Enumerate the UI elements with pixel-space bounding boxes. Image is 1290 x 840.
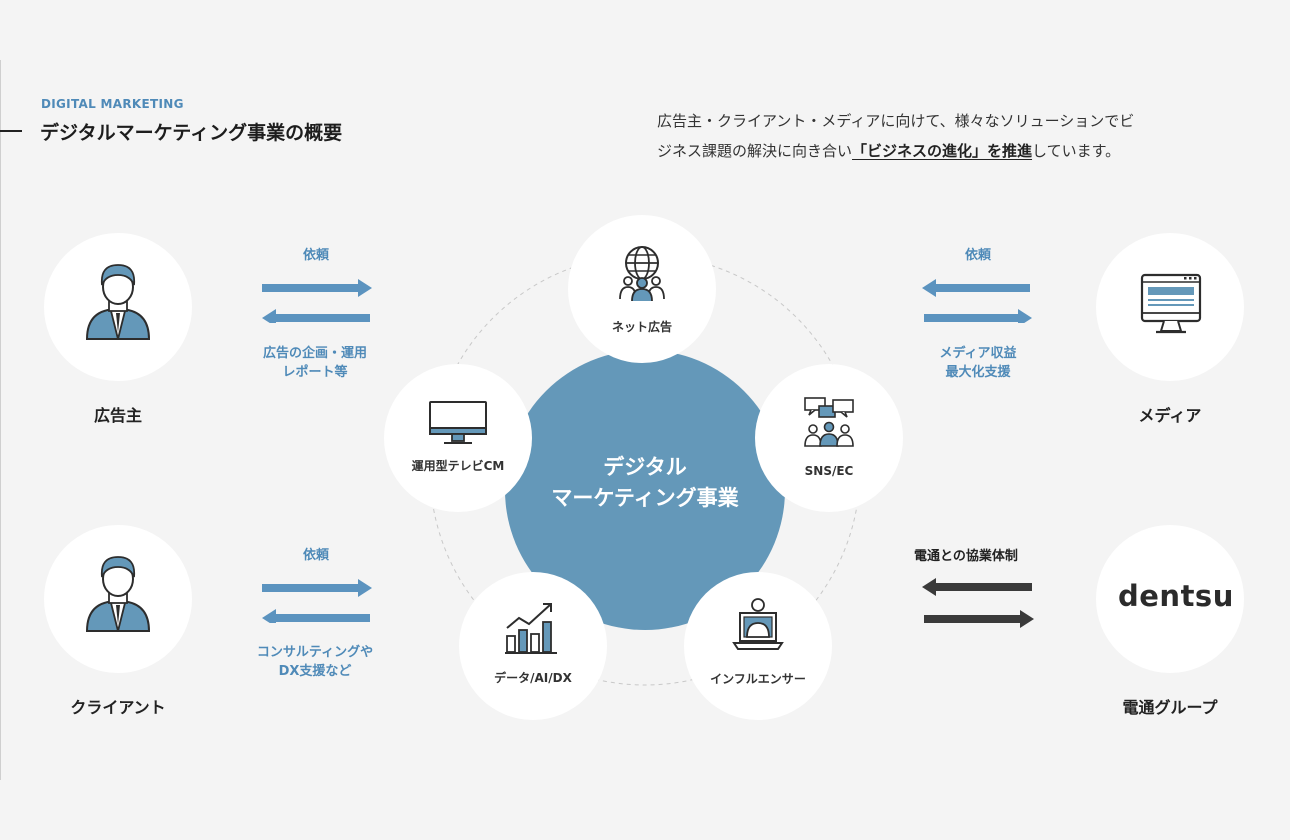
media-request-label: 依頼 <box>964 248 991 263</box>
dentsu-logo: dentsu <box>1118 579 1234 613</box>
actor-client <box>44 525 192 673</box>
page-title: デジタルマーケティング事業の概要 <box>40 122 343 144</box>
node-net-ad: ネット広告 <box>568 215 716 363</box>
media-arrows <box>922 279 1032 323</box>
dentsu-collab-label: 電通との協業体制 <box>914 549 1018 564</box>
center-label-line-1: デジタル <box>603 455 687 479</box>
actor-advertiser-label: 広告主 <box>93 406 142 425</box>
advertiser-arrows <box>262 279 372 323</box>
media-offer-line-2: 最大化支援 <box>945 365 1011 380</box>
business-person-icon <box>85 556 151 632</box>
media-offer-label: メディア収益 最大化支援 <box>903 344 1053 382</box>
node-tv-cm-label: 運用型テレビCM <box>411 459 505 473</box>
center-label: デジタル マーケティング事業 <box>545 452 745 514</box>
intro-text: 広告主・クライアント・メディアに向けて、様々なソリューションでビ ジネス課題の解… <box>657 106 1237 166</box>
intro-line-1: 広告主・クライアント・メディアに向けて、様々なソリューションでビ <box>657 112 1135 130</box>
client-request-label: 依頼 <box>302 548 329 563</box>
node-influencer-label: インフルエンサー <box>710 672 806 686</box>
client-offer-label: コンサルティングや DX支援など <box>230 643 400 681</box>
node-sns-ec-label: SNS/EC <box>804 464 854 478</box>
section-eyebrow: DIGITAL MARKETING <box>41 97 184 111</box>
advertiser-request-label: 依頼 <box>302 248 329 263</box>
globe-people-icon <box>619 246 665 302</box>
tv-icon <box>429 401 487 444</box>
client-offer-line-2: DX支援など <box>278 664 352 679</box>
dentsu-arrows <box>922 578 1034 628</box>
intro-line-2: ジネス課題の解決に向き合い「ビジネスの進化」を推進しています。 <box>657 136 1237 166</box>
actor-client-label: クライアント <box>70 698 166 717</box>
node-tv-cm: 運用型テレビCM <box>384 364 532 512</box>
node-sns-ec: SNS/EC <box>755 364 903 512</box>
intro-line-2-end: しています。 <box>1032 142 1121 160</box>
actor-dentsu-group-label: 電通グループ <box>1122 698 1218 717</box>
monitor-icon <box>1140 273 1202 334</box>
chat-people-icon <box>804 397 854 447</box>
actor-media-label: メディア <box>1138 406 1202 425</box>
center-label-line-2: マーケティング事業 <box>551 486 739 510</box>
center-circle <box>505 350 785 630</box>
node-data-ai-dx-label: データ/AI/DX <box>494 671 572 685</box>
actor-dentsu: dentsu <box>1096 525 1244 673</box>
bar-chart-icon <box>505 603 557 654</box>
actor-media <box>1096 233 1244 381</box>
client-offer-line-1: コンサルティングや <box>256 645 374 660</box>
left-edge-line <box>0 60 1 780</box>
advertiser-offer-label: 広告の企画・運用 レポート等 <box>240 344 390 382</box>
actor-advertiser <box>44 233 192 381</box>
client-arrows <box>262 579 372 623</box>
node-data-ai-dx: データ/AI/DX <box>459 572 607 720</box>
node-influencer: インフルエンサー <box>684 572 832 720</box>
intro-highlight: 「ビジネスの進化」を推進 <box>852 142 1033 160</box>
node-net-ad-label: ネット広告 <box>611 320 672 334</box>
streamer-laptop-icon <box>732 598 784 650</box>
advertiser-offer-line-2: レポート等 <box>282 365 348 380</box>
business-person-icon <box>85 264 151 340</box>
intro-line-2-start: ジネス課題の解決に向き合い <box>657 142 853 160</box>
advertiser-offer-line-1: 広告の企画・運用 <box>262 346 367 361</box>
title-dash <box>0 130 22 132</box>
media-offer-line-1: メディア収益 <box>939 346 1017 361</box>
